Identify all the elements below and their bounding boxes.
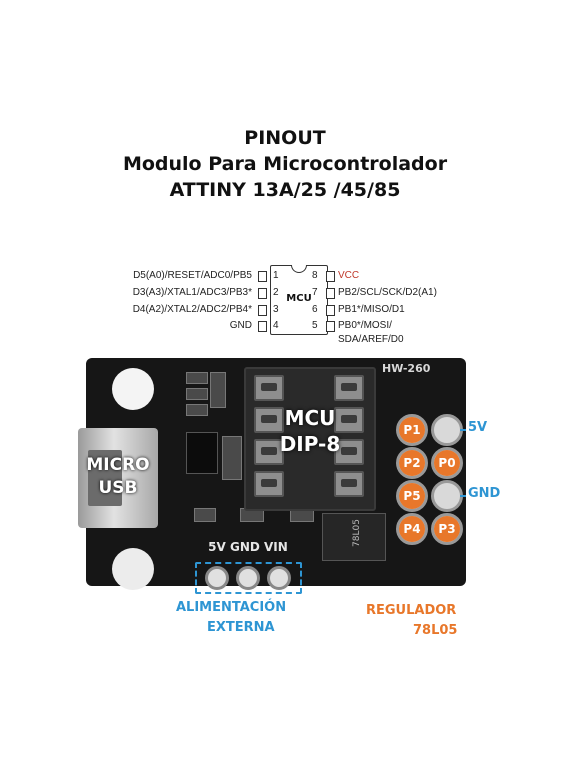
board-model: HW-260 bbox=[382, 362, 431, 375]
chip-label: MCU bbox=[286, 293, 312, 304]
right-pin-5-label: PB0*/MOSI/ bbox=[338, 320, 392, 331]
pad-p4-label: P4 bbox=[399, 516, 425, 542]
left-pin-2-box bbox=[258, 288, 267, 299]
smd-ic bbox=[186, 432, 218, 474]
right-pin-8-box bbox=[326, 271, 335, 282]
title-line-1: PINOUT bbox=[244, 127, 326, 149]
right-pin-6-num: 6 bbox=[312, 304, 318, 315]
socket-pin bbox=[254, 407, 284, 433]
socket-pin bbox=[334, 439, 364, 465]
smd-capacitor bbox=[194, 508, 216, 522]
left-pin-3-box bbox=[258, 305, 267, 316]
right-pin-8-num: 8 bbox=[312, 270, 318, 281]
five-v-annotation: 5V bbox=[468, 420, 488, 435]
external-power-highlight bbox=[195, 562, 302, 594]
left-pin-4-label: GND bbox=[229, 320, 252, 331]
power-pins-label: 5V GND VIN bbox=[208, 540, 288, 554]
socket-pin bbox=[334, 407, 364, 433]
dip8-socket bbox=[244, 367, 376, 511]
mounting-hole-bottom bbox=[112, 548, 154, 590]
regulator-marking: 78L05 bbox=[351, 519, 362, 547]
mcu-chip: MCU bbox=[270, 265, 328, 335]
chip-notch bbox=[291, 265, 307, 273]
gnd-pointer-line bbox=[460, 495, 466, 497]
five-v-pointer-line bbox=[460, 429, 466, 431]
pad-p3-label: P3 bbox=[434, 516, 460, 542]
right-pin-5-label-2: SDA/AREF/D0 bbox=[338, 334, 404, 345]
left-pin-1-num: 1 bbox=[273, 270, 279, 281]
left-pin-4-num: 4 bbox=[273, 320, 279, 331]
left-pin-4-box bbox=[258, 321, 267, 332]
external-power-annotation-line-2: EXTERNA bbox=[207, 620, 275, 635]
socket-label-line-1: MCU bbox=[284, 406, 336, 430]
regulator-annotation-line-2: 78L05 bbox=[413, 623, 458, 638]
socket-pin bbox=[334, 375, 364, 401]
power-pin-vin bbox=[267, 566, 291, 590]
external-power-annotation-line-1: ALIMENTACIÓN bbox=[176, 600, 287, 615]
usb-label-line-2: USB bbox=[98, 478, 138, 498]
socket-label-line-2: DIP-8 bbox=[279, 432, 341, 456]
right-pin-8-label: VCC bbox=[338, 270, 360, 281]
pad-gnd bbox=[431, 480, 463, 512]
pad-p2-label: P2 bbox=[399, 450, 425, 476]
voltage-regulator: 78L05 bbox=[322, 513, 386, 561]
right-pin-5-box bbox=[326, 321, 335, 332]
smd-resistor bbox=[186, 372, 208, 384]
socket-pin bbox=[254, 439, 284, 465]
left-pin-3-label: D4(A2)/XTAL2/ADC2/PB4* bbox=[132, 304, 252, 315]
mounting-hole-top bbox=[112, 368, 154, 410]
power-pin-gnd bbox=[236, 566, 260, 590]
smd-resistor bbox=[186, 388, 208, 400]
left-pin-2-label: D3(A3)/XTAL1/ADC3/PB3* bbox=[132, 287, 252, 298]
right-pin-7-box bbox=[326, 288, 335, 299]
right-pin-6-box bbox=[326, 305, 335, 316]
pad-p5-label: P5 bbox=[399, 483, 425, 509]
pad-p1-label: P1 bbox=[399, 417, 425, 443]
smd-resistor bbox=[210, 372, 226, 408]
pad-5v bbox=[431, 414, 463, 446]
regulator-annotation-line-1: REGULADOR bbox=[366, 603, 457, 618]
right-pin-7-label: PB2/SCL/SCK/D2(A1) bbox=[338, 287, 437, 298]
socket-pin bbox=[334, 471, 364, 497]
left-pin-1-label: D5(A0)/RESET/ADC0/PB5 bbox=[133, 270, 252, 281]
title-line-3: ATTINY 13A/25 /45/85 bbox=[169, 179, 401, 201]
smd-diode bbox=[222, 436, 242, 480]
right-pin-6-label: PB1*/MISO/D1 bbox=[338, 304, 405, 315]
micro-usb-connector bbox=[78, 428, 158, 528]
socket-pin bbox=[254, 471, 284, 497]
power-pin-5v bbox=[205, 566, 229, 590]
right-pin-7-num: 7 bbox=[312, 287, 318, 298]
left-pin-2-num: 2 bbox=[273, 287, 279, 298]
smd-resistor bbox=[186, 404, 208, 416]
pad-p0-label: P0 bbox=[434, 450, 460, 476]
title-line-2: Modulo Para Microcontrolador bbox=[122, 153, 448, 175]
left-pin-1-box bbox=[258, 271, 267, 282]
gnd-annotation: GND bbox=[468, 486, 501, 501]
left-pin-3-num: 3 bbox=[273, 304, 279, 315]
right-pin-5-num: 5 bbox=[312, 320, 318, 331]
socket-pin bbox=[254, 375, 284, 401]
usb-port bbox=[88, 450, 122, 506]
usb-label-line-1: MICRO bbox=[86, 455, 150, 475]
